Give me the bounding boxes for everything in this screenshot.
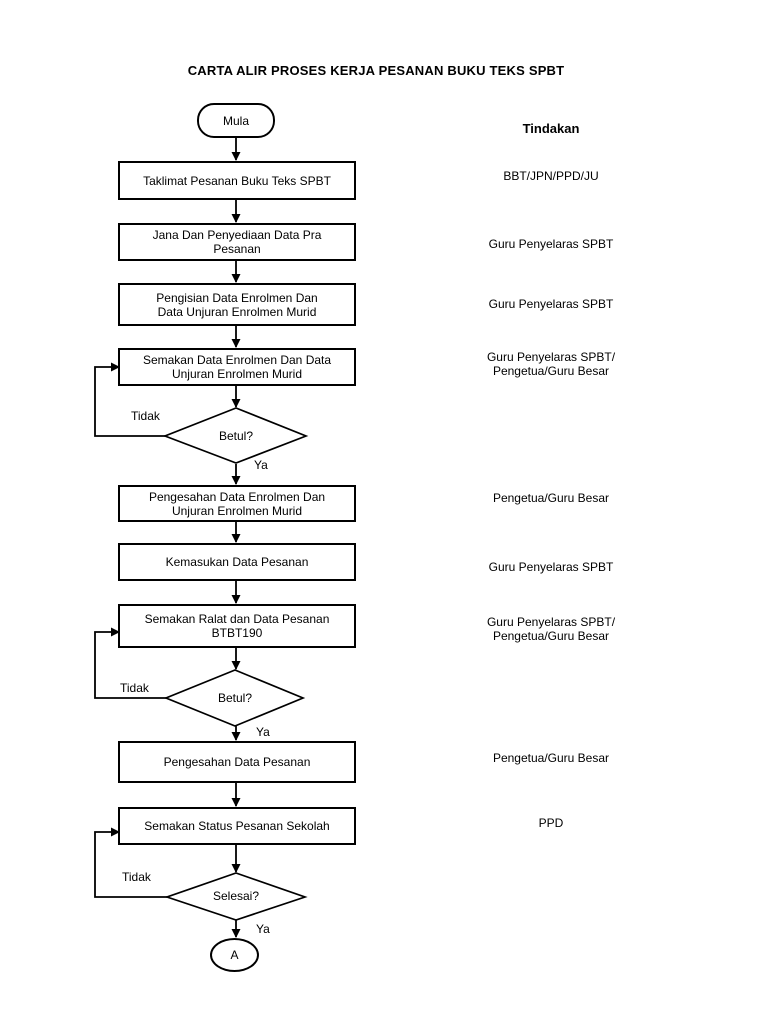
action-guru-penyelaras-1: Guru Penyelaras SPBT — [488, 237, 614, 251]
action-pengetua-guru-besar-1: Pengetua/Guru Besar — [492, 491, 610, 505]
action-ppd: PPD — [538, 816, 564, 830]
process-box-jana-data-pra-pesanan: Jana Dan Penyediaan Data Pra Pesanan — [118, 223, 356, 261]
actions-column-header: Tindakan — [522, 121, 580, 136]
action-guru-penyelaras-3: Guru Penyelaras SPBT — [488, 560, 614, 574]
process-box-kemasukan-data-pesanan: Kemasukan Data Pesanan — [118, 543, 356, 581]
decision-label-betul-1: Betul? — [218, 429, 254, 443]
branch-label-ya-3: Ya — [256, 922, 270, 936]
process-box-semakan-ralat-btbt190: Semakan Ralat dan Data Pesanan BTBT190 — [118, 604, 356, 648]
branch-label-ya-2: Ya — [256, 725, 270, 739]
branch-label-tidak-1: Tidak — [131, 409, 160, 423]
process-box-semakan-data-enrolmen: Semakan Data Enrolmen Dan Data Unjuran E… — [118, 348, 356, 386]
branch-label-tidak-3: Tidak — [122, 870, 151, 884]
action-guru-penyelaras-pengetua-2: Guru Penyelaras SPBT/ Pengetua/Guru Besa… — [486, 615, 616, 643]
branch-label-ya-1: Ya — [254, 458, 268, 472]
connector-a-terminator: A — [210, 938, 259, 972]
process-box-pengesahan-data-enrolmen: Pengesahan Data Enrolmen Dan Unjuran Enr… — [118, 485, 356, 522]
start-terminator: Mula — [197, 103, 275, 138]
action-bbt-jpn-ppd-ju: BBT/JPN/PPD/JU — [503, 169, 599, 183]
action-pengetua-guru-besar-2: Pengetua/Guru Besar — [492, 751, 610, 765]
process-box-semakan-status-pesanan: Semakan Status Pesanan Sekolah — [118, 807, 356, 845]
process-box-pengisian-data-enrolmen: Pengisian Data Enrolmen Dan Data Unjuran… — [118, 283, 356, 326]
process-box-taklimat-pesanan: Taklimat Pesanan Buku Teks SPBT — [118, 161, 356, 200]
page-title: CARTA ALIR PROSES KERJA PESANAN BUKU TEK… — [187, 63, 565, 78]
action-guru-penyelaras-pengetua-1: Guru Penyelaras SPBT/ Pengetua/Guru Besa… — [486, 350, 616, 378]
decision-label-betul-2: Betul? — [217, 691, 253, 705]
branch-label-tidak-2: Tidak — [120, 681, 149, 695]
action-guru-penyelaras-2: Guru Penyelaras SPBT — [488, 297, 614, 311]
process-box-pengesahan-data-pesanan: Pengesahan Data Pesanan — [118, 741, 356, 783]
decision-label-selesai: Selesai? — [212, 889, 260, 903]
